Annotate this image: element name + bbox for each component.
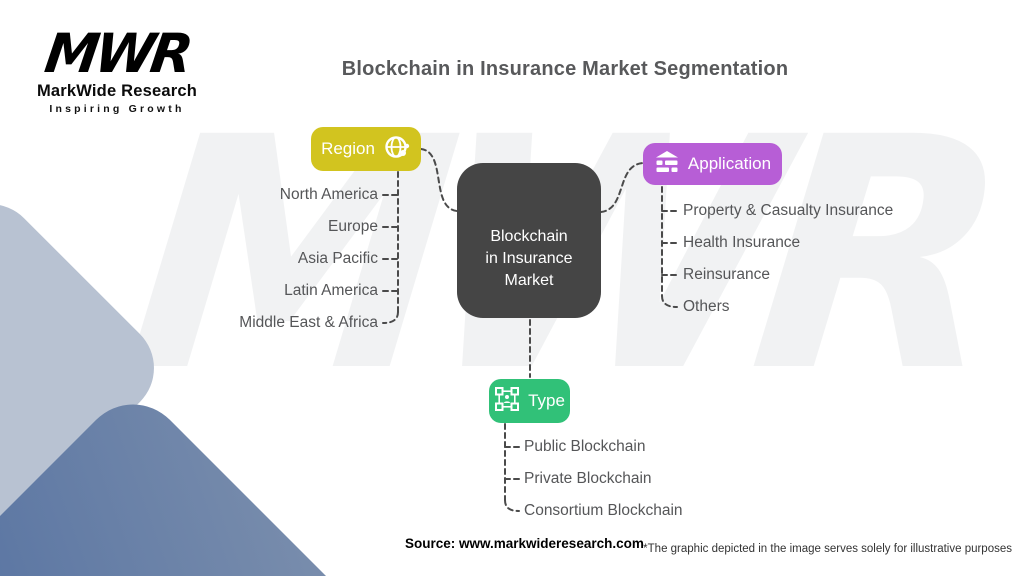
segment-item-type: Public Blockchain bbox=[524, 438, 646, 455]
type-stub bbox=[504, 499, 520, 512]
segment-item-region: Europe bbox=[328, 218, 378, 235]
central-market-node: Blockchain in Insurance Market bbox=[457, 163, 601, 318]
type-label: Type bbox=[528, 391, 565, 410]
segment-item-application: Health Insurance bbox=[683, 234, 801, 251]
central-node-line: Market bbox=[504, 271, 554, 289]
application-stub bbox=[661, 295, 678, 308]
globe-network-icon bbox=[383, 133, 411, 166]
application-items-list: Property & Casualty Insurance Health Ins… bbox=[683, 195, 893, 323]
segment-item-region: North America bbox=[279, 186, 378, 203]
connector-center-application bbox=[600, 162, 644, 213]
segment-item-region: Latin America bbox=[284, 282, 378, 299]
segment-item-application: Property & Casualty Insurance bbox=[683, 202, 894, 219]
type-node: Type bbox=[489, 379, 570, 423]
segment-item-application: Others bbox=[683, 298, 730, 315]
connector-region-center bbox=[420, 148, 458, 212]
application-label: Application bbox=[687, 154, 772, 173]
central-node-line: Blockchain bbox=[490, 227, 568, 245]
segment-item-type: Private Blockchain bbox=[524, 470, 652, 487]
segment-item-application: Reinsurance bbox=[683, 266, 771, 283]
blockchain-icon bbox=[494, 386, 520, 417]
central-node-line: in Insurance bbox=[485, 249, 573, 267]
disclaimer-text: *The graphic depicted in the image serve… bbox=[643, 543, 1012, 555]
segment-item-region: Asia Pacific bbox=[297, 250, 378, 267]
application-node: Application bbox=[643, 143, 782, 185]
region-label: Region bbox=[321, 139, 375, 158]
type-items-list: Public Blockchain Private Blockchain Con… bbox=[524, 431, 683, 527]
region-stub bbox=[382, 311, 399, 324]
segment-item-type: Consortium Blockchain bbox=[524, 502, 683, 519]
logo-name: MarkWide Research bbox=[36, 82, 198, 100]
source-text: Source: www.markwideresearch.com bbox=[405, 536, 644, 551]
bank-icon bbox=[654, 149, 680, 180]
region-items-list: North America Europe Asia Pacific Latin … bbox=[128, 179, 378, 339]
markwide-logo: MWR MarkWide Research Inspiring Growth bbox=[33, 22, 201, 115]
segment-item-region: Middle East & Africa bbox=[239, 314, 378, 331]
logo-tagline: Inspiring Growth bbox=[49, 103, 185, 115]
region-node: Region bbox=[311, 127, 421, 171]
page-title: Blockchain in Insurance Market Segmentat… bbox=[341, 58, 789, 80]
